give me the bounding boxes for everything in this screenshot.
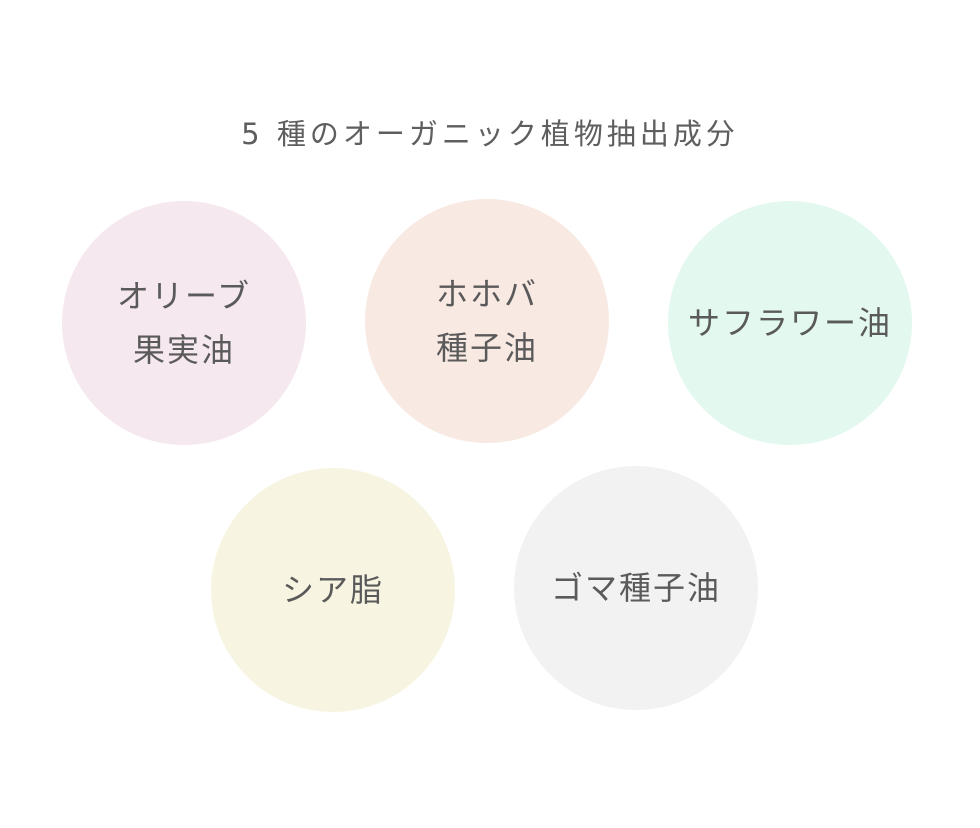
ingredient-label-line: シア脂 [281,571,384,609]
ingredient-label-line: サフラワー油 [687,304,892,342]
ingredient-circle-olive: オリーブ 果実油 [62,201,306,445]
ingredient-label-line: 種子油 [435,329,538,367]
ingredient-label-line: ゴマ種子油 [550,569,721,607]
ingredient-circle-safflower: サフラワー油 [668,201,912,445]
ingredient-circle-shea: シア脂 [211,468,455,712]
ingredient-label-line: 果実油 [132,331,235,369]
ingredient-circle-jojoba: ホホバ 種子油 [365,199,609,443]
ingredient-label-line: オリーブ [116,277,252,315]
ingredient-label-line: ホホバ [435,275,538,313]
section-title: 5 種のオーガニック植物抽出成分 [241,117,739,151]
ingredient-circle-sesame: ゴマ種子油 [514,466,758,710]
